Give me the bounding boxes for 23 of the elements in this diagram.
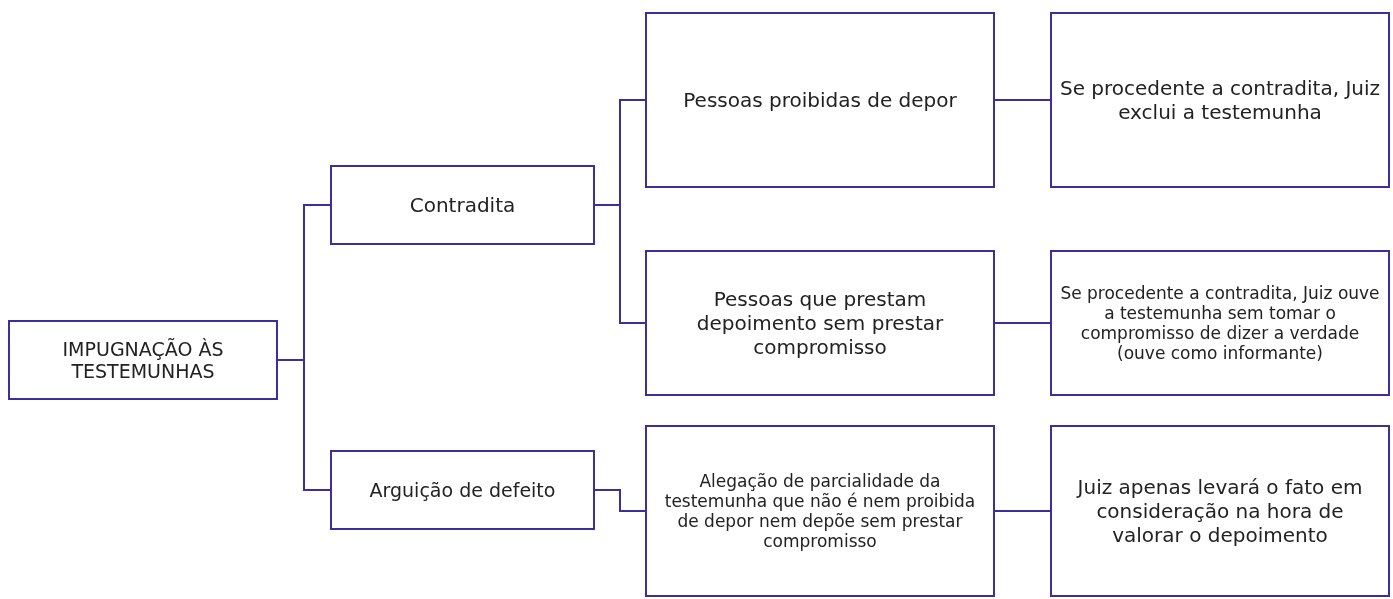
text-box: [645, 12, 995, 188]
node-text: IMPUGNAÇÃO ÀS TESTEMUNHAS: [61, 338, 225, 382]
node-text: Pessoas que prestam depoimento sem prestar compromisso: [695, 287, 945, 359]
text-box: [645, 250, 995, 396]
text-box: [330, 165, 595, 245]
text-box: [1050, 425, 1390, 597]
text-box: [1050, 12, 1390, 188]
connector-line: [994, 322, 1051, 324]
connector-line: [594, 204, 646, 324]
connector-line: [994, 510, 1051, 512]
node-text: Juiz apenas levará o fato em consideração na hora de valorar o depoimento: [1075, 475, 1364, 547]
node-text: Contradita: [409, 193, 516, 217]
connector-line: [594, 489, 646, 512]
node-text: Pessoas proibidas de depor: [683, 88, 957, 112]
node-text: Se procedente a contradita, Juiz exclui a testemunha: [1058, 76, 1382, 124]
node-text: Alegação de parcialidade da testemunha que não é nem proibida de depor nem depõe sem prestar compromisso: [663, 471, 977, 551]
text-box: [330, 450, 595, 530]
node-text: Arguição de defeito: [369, 479, 556, 501]
text-box: [8, 320, 278, 400]
connector-line: [994, 99, 1051, 101]
text-box: [645, 425, 995, 597]
node-text: Se procedente a contradita, Juiz ouve a testemunha sem tomar o compromisso de dizer a verdade (ouve como informante): [1059, 283, 1381, 363]
text-box: [1050, 250, 1390, 396]
